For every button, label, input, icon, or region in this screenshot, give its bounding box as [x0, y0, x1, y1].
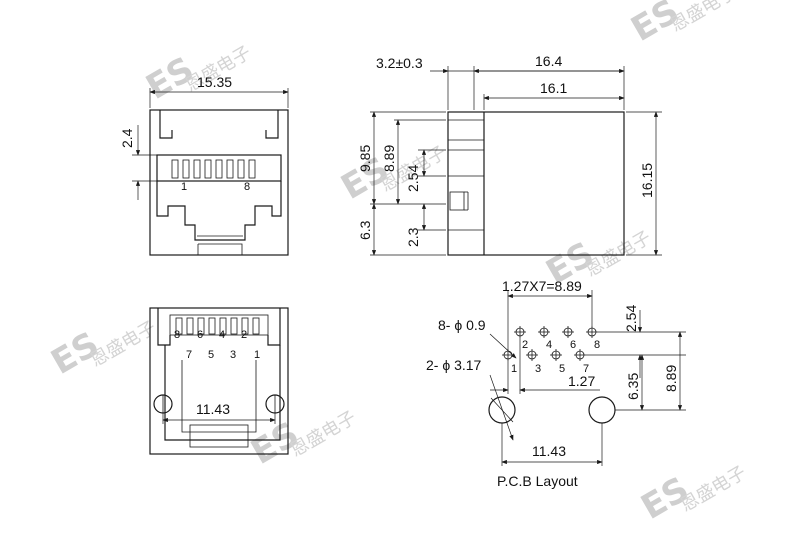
- side-dim-2-3: 2.3: [405, 227, 421, 247]
- bottom-width-dim: 11.43: [196, 401, 230, 417]
- watermark-text-6: 恩盛电子: [287, 407, 360, 461]
- front-contact-window: [156, 154, 282, 182]
- side-dim-8-89: 8.89: [381, 145, 397, 172]
- bottom-pins: [175, 317, 260, 335]
- front-view: 1 8 15.35 2.4: [119, 74, 289, 256]
- pcb-pin-4: 4: [546, 339, 552, 351]
- pcb-pin-2: 2: [522, 339, 528, 351]
- bottom-pin-8: 8: [174, 329, 180, 341]
- side-dim-16-15: 16.15: [639, 163, 655, 198]
- watermark-text-4: 恩盛电子: [582, 227, 655, 281]
- front-pin-8-label: 8: [244, 181, 250, 193]
- pcb-pin-1: 1: [511, 363, 517, 375]
- side-dim-3-2: 3.2±0.3: [376, 55, 423, 71]
- pcb-small-hole-label: 8- ϕ 0.9: [438, 317, 486, 333]
- watermark-text-5: 恩盛电子: [87, 317, 160, 371]
- pcb-pitch-dim: 1.27X7=8.89: [502, 278, 582, 294]
- pcb-pin-7: 7: [583, 363, 589, 375]
- pcb-mount-hole-right: [588, 396, 616, 424]
- pcb-dim-8-89: 8.89: [663, 365, 679, 392]
- front-tab-right: [265, 110, 279, 139]
- side-dim-2-54: 2.54: [405, 165, 421, 192]
- front-pin-1-label: 1: [181, 181, 187, 193]
- bottom-pin-3: 3: [230, 349, 236, 361]
- pcb-holes-bottom: [502, 349, 586, 361]
- pcb-layout: 2 4 6 8 1 3 5 7 1.27X7=8.89 8- ϕ 0.9 2- …: [426, 278, 686, 489]
- bottom-pin-1: 1: [254, 349, 260, 361]
- pcb-pin-3: 3: [535, 363, 541, 375]
- watermark-text-7: 恩盛电子: [677, 462, 750, 516]
- pcb-layout-title: P.C.B Layout: [497, 473, 578, 489]
- side-latch: [449, 191, 465, 211]
- front-height-dim: 2.4: [119, 128, 135, 148]
- side-dim-16-1: 16.1: [540, 80, 567, 96]
- bottom-pin-4: 4: [219, 329, 225, 341]
- pcb-pin-8: 8: [594, 339, 600, 351]
- pcb-dim-1-27: 1.27: [568, 373, 595, 389]
- pcb-pin-6: 6: [570, 339, 576, 351]
- bottom-pin-7: 7: [186, 349, 192, 361]
- side-dim-16-4: 16.4: [535, 53, 562, 69]
- bottom-pin-2: 2: [241, 329, 247, 341]
- bottom-pin-5: 5: [208, 349, 214, 361]
- bottom-view: 8 6 4 2 7 5 3 1 11.43: [149, 307, 289, 455]
- side-body: [447, 111, 625, 256]
- watermark-text: 恩盛电子: [667, 0, 740, 36]
- side-dim-6-3: 6.3: [357, 220, 373, 240]
- pcb-dim-11-43: 11.43: [532, 443, 566, 459]
- front-tab-left: [159, 110, 173, 139]
- pcb-large-hole-label: 2- ϕ 3.17: [426, 357, 482, 373]
- side-view: 3.2±0.3 16.4 16.1 16.15 9.85 6.3 8.89 2.…: [357, 53, 662, 256]
- side-dim-9-85: 9.85: [357, 145, 373, 172]
- bottom-body: [149, 307, 289, 455]
- pcb-dim-6-35: 6.35: [625, 373, 641, 400]
- front-plug-opening: [156, 181, 282, 241]
- bottom-pin-6: 6: [197, 329, 203, 341]
- bottom-pin-strip: [169, 314, 269, 336]
- front-contacts: [171, 159, 256, 179]
- pcb-pin-5: 5: [559, 363, 565, 375]
- front-width-dim: 15.35: [197, 74, 232, 90]
- front-body: [149, 109, 289, 256]
- pcb-dim-2-54: 2.54: [623, 305, 639, 332]
- pcb-holes-top: [514, 326, 598, 338]
